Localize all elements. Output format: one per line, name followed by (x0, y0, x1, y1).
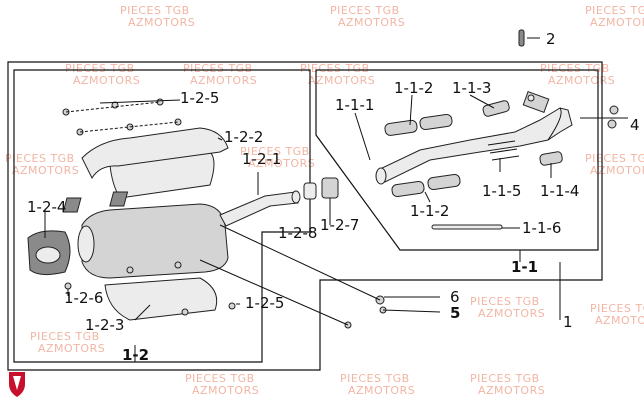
assembly-1-2-frame (13, 69, 311, 363)
heat-shield-bottom-left (391, 180, 425, 198)
bottom-cover-1-2-3 (104, 277, 218, 321)
pipe-outlet-end (375, 167, 387, 185)
watermark-text: AZMOTORS (478, 307, 545, 320)
watermark-text: AZMOTORS (590, 164, 644, 177)
label-1-1: 1-1 (511, 258, 538, 276)
muffler-end-cap (77, 225, 95, 263)
watermark-text: AZMOTORS (12, 164, 79, 177)
label-1-2-6: 1-2-6 (64, 289, 103, 307)
label-1-1-3: 1-1-3 (452, 79, 491, 97)
nut-4-top (609, 105, 619, 115)
label-1-2-1: 1-2-1 (242, 150, 281, 168)
watermark-text: PIECES TGB (185, 372, 255, 385)
watermark-text: AZMOTORS (308, 74, 375, 87)
muffler-bracket-right (109, 191, 129, 207)
watermark-text: PIECES TGB (585, 152, 644, 165)
label-5: 5 (450, 304, 460, 322)
watermark-text: PIECES TGB (330, 4, 400, 17)
label-1-1-5: 1-1-5 (482, 182, 521, 200)
watermark-text: AZMOTORS (338, 16, 405, 29)
watermark-text: AZMOTORS (248, 157, 315, 170)
watermark-text: PIECES TGB (590, 302, 644, 315)
assembly-1-frame (7, 61, 603, 371)
muffler-bracket-left (62, 197, 82, 213)
watermark-text: PIECES TGB (65, 62, 135, 75)
nut-4-bottom (607, 119, 617, 129)
watermark-text: PIECES TGB (300, 62, 370, 75)
heat-cover-top (81, 127, 229, 180)
watermark-text: PIECES TGB (240, 145, 310, 158)
ring-1-2-8 (303, 182, 317, 200)
heat-shield-bottom-right (427, 173, 461, 191)
strap-1-1-6 (431, 224, 503, 230)
label-1-2-7: 1-2-7 (320, 216, 359, 234)
label-4: 4 (630, 116, 640, 134)
exhaust-flange (522, 91, 550, 113)
muffler-body (81, 203, 229, 279)
bolts-1-2-5-bottom (126, 261, 236, 316)
label-1-2-2: 1-2-2 (224, 128, 263, 146)
leader-lines (44, 37, 628, 362)
label-1-2: 1-2 (122, 346, 149, 364)
clamp-bands-1-1-5 (487, 140, 520, 161)
watermark-group: PIECES TGB AZMOTORS PIECES TGB AZMOTORS … (5, 4, 644, 397)
clamp-1-2-7 (321, 177, 339, 199)
gasket-2 (518, 29, 525, 47)
watermark-text: AZMOTORS (590, 16, 644, 29)
part-labels: 2 4 1-1-1 1-1-2 1-1-3 1-1-5 1-1-4 1-1-2 … (27, 30, 640, 364)
watermark-text: AZMOTORS (190, 74, 257, 87)
label-6: 6 (450, 288, 460, 306)
watermark-text: AZMOTORS (73, 74, 140, 87)
watermark-text: AZMOTORS (478, 384, 545, 397)
label-1-1-6: 1-1-6 (522, 219, 561, 237)
watermark-text: AZMOTORS (595, 314, 644, 327)
label-1-2-4: 1-2-4 (27, 198, 66, 216)
label-1-1-2-bottom: 1-1-2 (410, 202, 449, 220)
label-1-2-5-top: 1-2-5 (180, 89, 219, 107)
bolts-1-2-5-top (62, 98, 182, 136)
watermark-text: PIECES TGB (120, 4, 190, 17)
watermark-text: PIECES TGB (340, 372, 410, 385)
pipe-clamp-1-1-3 (482, 100, 510, 117)
brand-shield-mark (13, 376, 21, 390)
watermark-text: PIECES TGB (5, 152, 75, 165)
watermark-text: PIECES TGB (183, 62, 253, 75)
watermark-text: PIECES TGB (470, 372, 540, 385)
watermark-text: PIECES TGB (470, 295, 540, 308)
watermark-text: PIECES TGB (540, 62, 610, 75)
watermark-text: PIECES TGB (30, 330, 100, 343)
label-1: 1 (563, 313, 573, 331)
label-2: 2 (546, 30, 556, 48)
label-1-1-4: 1-1-4 (540, 182, 579, 200)
label-1-2-8: 1-2-8 (278, 224, 317, 242)
heat-shield-top-left (384, 119, 418, 136)
link-pipe-1-2-1 (219, 191, 299, 227)
pipe-clamp-1-1-4 (539, 151, 563, 166)
watermark-text: AZMOTORS (128, 16, 195, 29)
header-pipe (375, 91, 573, 185)
watermark-text: AZMOTORS (38, 342, 105, 355)
label-1-2-3: 1-2-3 (85, 316, 124, 334)
assembly-1-1-frame (315, 69, 599, 251)
label-1-2-5-bottom: 1-2-5 (245, 294, 284, 312)
watermark-text: PIECES TGB (585, 4, 644, 17)
watermark-text: AZMOTORS (192, 384, 259, 397)
label-1-1-2-top: 1-1-2 (394, 79, 433, 97)
label-1-1-1: 1-1-1 (335, 96, 374, 114)
heat-shield-top-right (419, 113, 453, 131)
watermark-text: AZMOTORS (548, 74, 615, 87)
watermark-text: AZMOTORS (348, 384, 415, 397)
